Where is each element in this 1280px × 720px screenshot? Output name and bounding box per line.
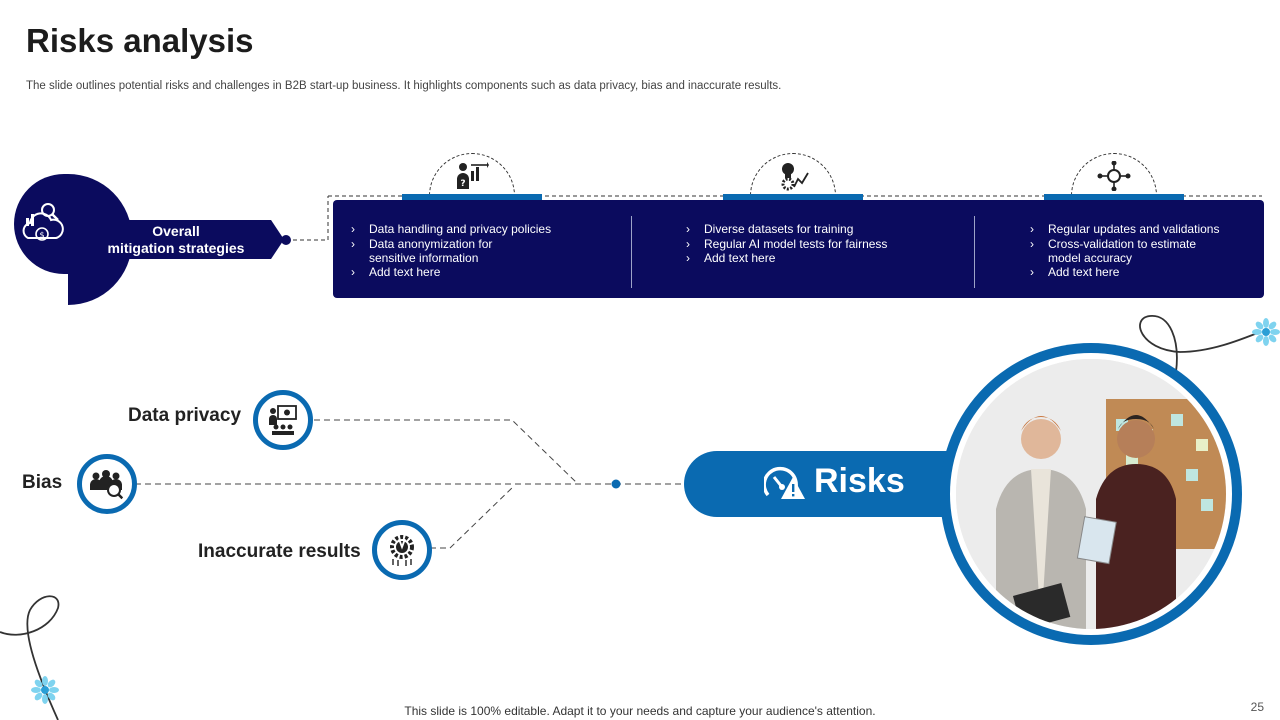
list-item: Data handling and privacy policies	[351, 222, 601, 236]
business-people-photo	[956, 359, 1226, 629]
flower-icon	[1252, 318, 1280, 346]
page-title: Risks analysis	[26, 22, 254, 59]
list-item: Regular AI model tests for fairness	[686, 237, 936, 251]
mitigation-label: Overall mitigation strategies	[68, 220, 284, 259]
page-number: 25	[1250, 700, 1264, 714]
list-item: Regular updates and validations	[1030, 222, 1250, 236]
list-item: Cross-validation to estimate model accur…	[1030, 237, 1250, 265]
footer-text: This slide is 100% editable. Adapt it to…	[404, 704, 876, 718]
person-chart-icon: ?	[457, 162, 489, 189]
mitigation-label-line2: mitigation strategies	[107, 240, 245, 256]
column-divider	[631, 216, 632, 288]
presentation-icon	[253, 390, 313, 450]
panel-tab-2	[723, 194, 863, 200]
page-subtitle: The slide outlines potential risks and c…	[26, 80, 782, 92]
bulb-gear-icon	[781, 163, 809, 191]
list-item: Add text here	[686, 251, 936, 265]
speedometer-warning-icon	[762, 465, 806, 506]
strategy-column-1: Data handling and privacy policies Data …	[351, 222, 601, 280]
group-magnify-icon	[77, 454, 137, 514]
strategy-top-icon-3	[1071, 153, 1157, 197]
risk-label-inaccurate-results: Inaccurate results	[198, 541, 361, 562]
panel-tab-3	[1044, 194, 1184, 200]
gear-wrench-icon	[372, 520, 432, 580]
strategy-top-icon-2	[750, 153, 836, 197]
list-item: Add text here	[1030, 265, 1250, 279]
risk-label-data-privacy: Data privacy	[128, 405, 242, 426]
strategy-column-3: Regular updates and validations Cross-va…	[1030, 222, 1250, 280]
risks-banner	[684, 451, 974, 517]
strategy-column-2: Diverse datasets for training Regular AI…	[686, 222, 936, 266]
svg-text:$: $	[39, 231, 44, 240]
risks-title: Risks	[814, 462, 905, 500]
list-item: Data anonymization for sensitive informa…	[351, 237, 601, 265]
strategy-top-icon-1: ?	[429, 153, 515, 197]
risk-label-bias: Bias	[22, 472, 63, 493]
panel-tab-1	[402, 194, 542, 200]
list-item: Add text here	[351, 265, 601, 279]
mitigation-panel: Data handling and privacy policies Data …	[333, 200, 1264, 298]
column-divider	[974, 216, 975, 288]
list-item: Diverse datasets for training	[686, 222, 936, 236]
cloud-finance-icon: $	[20, 200, 64, 253]
network-icon	[1097, 161, 1131, 191]
photo-frame	[950, 353, 1232, 635]
mitigation-label-line1: Overall	[152, 223, 200, 239]
svg-text:?: ?	[460, 179, 465, 189]
